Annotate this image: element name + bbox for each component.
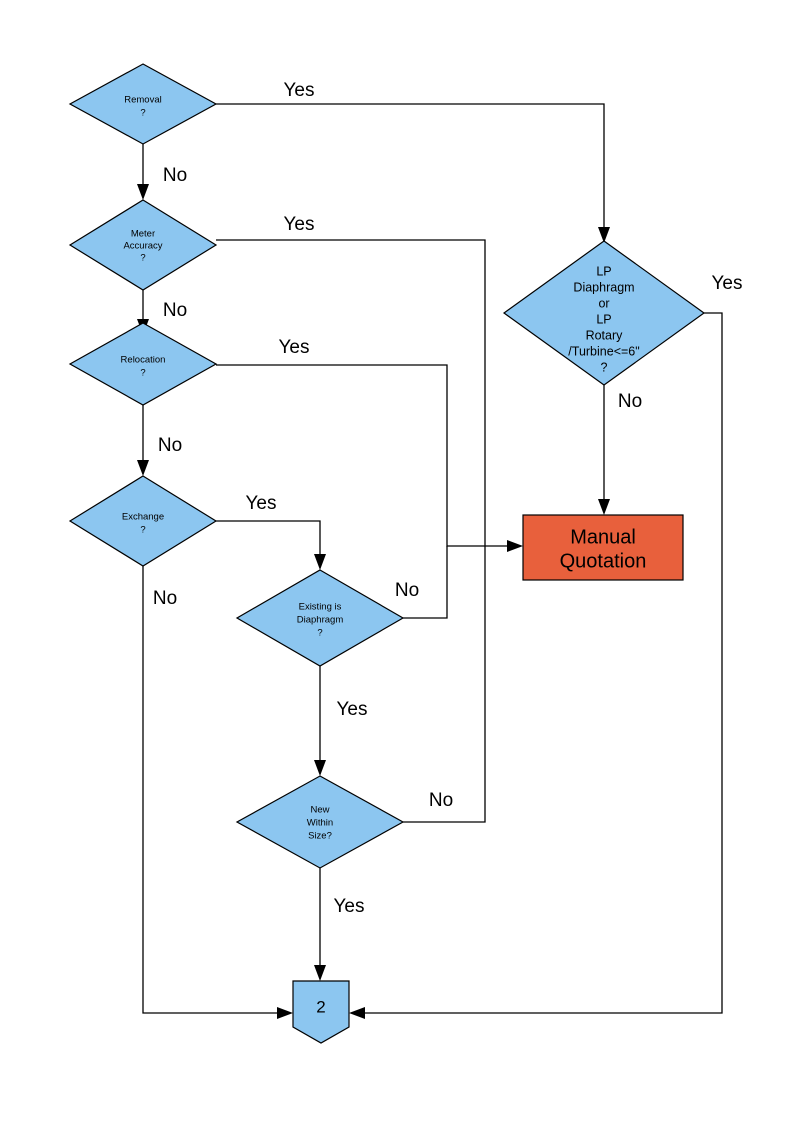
edge-label-meter-accuracy-yes: Yes	[284, 214, 315, 235]
arrow-head-icon	[277, 1007, 293, 1019]
edge-lp-yes	[349, 312, 723, 1019]
node-meter-accuracy-line-2: ?	[140, 253, 145, 264]
edge-relocation-yes	[216, 364, 485, 547]
edge-label-exchange-yes: Yes	[246, 493, 277, 514]
decision-diamond-shape[interactable]	[235, 569, 405, 667]
edge-exchange-yes-path	[216, 520, 321, 560]
decision-diamond-shape[interactable]	[68, 475, 218, 567]
node-exchange-line-0: Exchange	[122, 512, 164, 523]
edge-label-lp-yes: Yes	[712, 273, 743, 294]
arrow-head-icon	[314, 760, 326, 776]
edge-lp-no	[598, 385, 610, 515]
edge-label-new-within-size-yes: Yes	[334, 896, 365, 917]
arrow-head-icon	[137, 460, 149, 476]
node-new-within-size-line-2: Size?	[308, 831, 332, 842]
edge-exchange-no	[142, 566, 293, 1019]
node-existing-is-diaphragm-line-2: ?	[317, 628, 322, 639]
off-page-connector-shape[interactable]	[292, 980, 350, 1044]
node-new-within-size[interactable]: New Within Size?	[235, 775, 405, 869]
decision-diamond-shape[interactable]	[68, 63, 218, 145]
node-new-within-size-line-1: Within	[307, 818, 333, 829]
edge-label-removal-yes: Yes	[284, 80, 315, 101]
decision-diamond-shape[interactable]	[68, 199, 218, 291]
edge-label-exchange-no: No	[153, 588, 177, 609]
edge-label-new-within-size-no: No	[429, 790, 453, 811]
node-lp-line-4: Rotary	[586, 328, 624, 342]
node-meter-accuracy-line-1: Accuracy	[123, 241, 162, 252]
edge-label-relocation-yes: Yes	[279, 337, 310, 358]
edge-meter-accuracy-yes	[216, 239, 523, 552]
edge-new-within-size-no	[403, 546, 486, 823]
node-lp-line-1: Diaphragm	[573, 280, 634, 294]
decision-diamond-shape[interactable]	[68, 322, 218, 406]
node-new-within-size-line-0: New	[310, 805, 329, 816]
arrow-head-icon	[349, 1007, 365, 1019]
edge-label-lp-no: No	[618, 391, 642, 412]
node-lp-diaphragm-or-rotary[interactable]: LP Diaphragm or LP Rotary /Turbine<=6" ?	[502, 240, 706, 386]
node-lp-line-0: LP	[596, 264, 611, 278]
node-removal-line-0: Removal	[124, 95, 162, 106]
edge-new-within-size-no-path	[403, 546, 486, 823]
edge-diaphragm-yes	[314, 666, 326, 776]
edge-label-relocation-no: No	[158, 435, 182, 456]
node-exchange[interactable]: Exchange ?	[68, 475, 218, 567]
node-removal-line-1: ?	[140, 108, 145, 119]
arrow-head-icon	[598, 227, 610, 243]
edge-label-removal-no: No	[163, 165, 187, 186]
edge-label-meter-accuracy-no: No	[163, 300, 187, 321]
edge-diaphragm-no	[403, 546, 448, 619]
node-existing-is-diaphragm-line-0: Existing is	[299, 602, 342, 613]
node-lp-line-5: /Turbine<=6"	[568, 344, 639, 358]
edge-exchange-yes	[216, 520, 326, 570]
node-manual-quotation-line-1: Quotation	[560, 550, 647, 572]
edge-label-diaphragm-no: No	[395, 580, 419, 601]
edge-relocation-yes-path	[216, 364, 485, 547]
arrow-head-icon	[507, 540, 523, 552]
node-existing-is-diaphragm[interactable]: Existing is Diaphragm ?	[235, 569, 405, 667]
node-meter-accuracy-line-0: Meter	[131, 229, 155, 240]
edge-exchange-no-path	[142, 566, 283, 1014]
edge-removal-yes-path	[216, 103, 605, 233]
node-existing-is-diaphragm-line-1: Diaphragm	[297, 615, 344, 626]
arrow-head-icon	[314, 554, 326, 570]
edge-removal-no	[137, 144, 149, 200]
node-lp-line-6: ?	[601, 360, 608, 374]
edge-diaphragm-no-path	[403, 546, 448, 619]
node-meter-accuracy[interactable]: Meter Accuracy ?	[68, 199, 218, 291]
edge-label-diaphragm-yes: Yes	[337, 699, 368, 720]
decision-diamond-shape[interactable]	[235, 775, 405, 869]
process-box-shape[interactable]	[522, 514, 684, 581]
node-relocation-line-0: Relocation	[121, 355, 166, 366]
node-manual-quotation[interactable]: Manual Quotation	[522, 514, 684, 581]
edge-new-within-size-yes	[314, 868, 326, 981]
node-relocation[interactable]: Relocation ?	[68, 322, 218, 406]
decision-diamond-shape[interactable]	[502, 240, 706, 386]
node-connector-2[interactable]: 2	[292, 980, 350, 1044]
arrow-head-icon	[314, 965, 326, 981]
node-lp-line-3: LP	[596, 312, 611, 326]
node-exchange-line-1: ?	[140, 525, 145, 536]
edge-relocation-no	[137, 405, 149, 476]
edge-lp-yes-path	[359, 312, 723, 1014]
edge-removal-yes	[216, 103, 610, 243]
edge-meter-accuracy-yes-path	[216, 239, 513, 547]
node-removal[interactable]: Removal ?	[68, 63, 218, 145]
arrow-head-icon	[598, 499, 610, 515]
node-manual-quotation-line-0: Manual	[570, 526, 636, 548]
node-connector-2-label: 2	[316, 997, 325, 1016]
arrow-head-icon	[137, 184, 149, 200]
node-lp-line-2: or	[598, 296, 609, 310]
node-relocation-line-1: ?	[140, 368, 145, 379]
